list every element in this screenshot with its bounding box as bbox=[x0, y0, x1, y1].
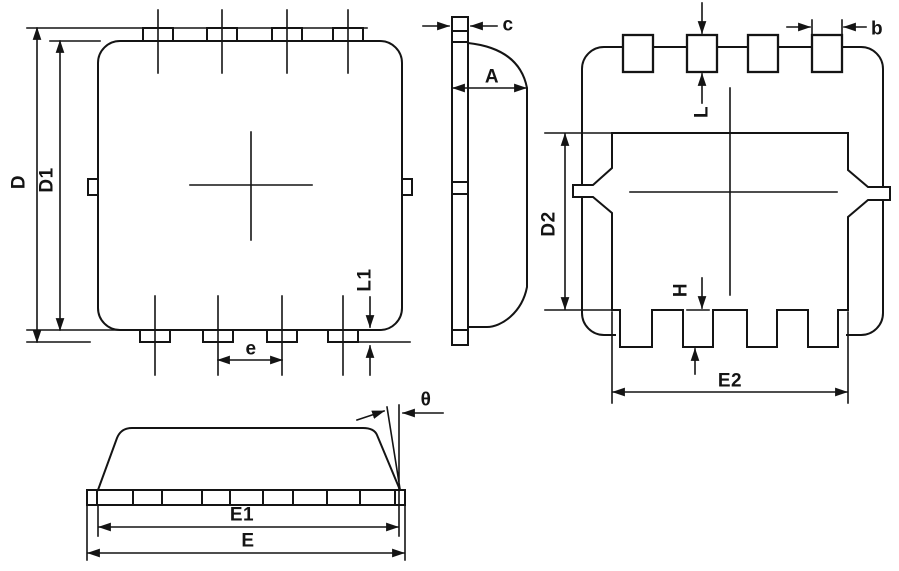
dim-label-A: A bbox=[484, 66, 500, 88]
dim-label-L1: L1 bbox=[354, 268, 376, 292]
front-view-dimensions bbox=[86, 404, 444, 561]
dim-label-E1: E1 bbox=[229, 504, 255, 526]
dim-label-D2: D2 bbox=[538, 211, 560, 237]
bottom-view-pads bbox=[621, 33, 844, 74]
dim-label-H: H bbox=[670, 282, 692, 298]
dim-label-c: c bbox=[502, 14, 514, 36]
top-view-pad-centerlines bbox=[154, 9, 349, 376]
top-view-body bbox=[87, 40, 413, 331]
top-view-dimensions bbox=[26, 26, 411, 376]
dim-label-L: L bbox=[691, 105, 713, 119]
dim-label-D1: D1 bbox=[36, 167, 58, 193]
dim-label-D: D bbox=[8, 174, 30, 190]
dim-label-e: e bbox=[245, 338, 257, 360]
dim-label-E: E bbox=[241, 530, 255, 552]
side-view-body bbox=[451, 16, 528, 346]
dim-label-b: b bbox=[870, 18, 884, 40]
dim-label-theta: θ bbox=[420, 389, 432, 411]
bottom-view-exposed-pad bbox=[572, 132, 891, 348]
bottom-view-center-mark bbox=[629, 87, 838, 296]
front-view-body bbox=[86, 427, 406, 506]
bottom-view-dimensions bbox=[544, 2, 867, 404]
dim-label-E2: E2 bbox=[717, 370, 743, 392]
top-view-center-mark bbox=[189, 131, 313, 241]
side-view-dimensions bbox=[422, 21, 528, 93]
